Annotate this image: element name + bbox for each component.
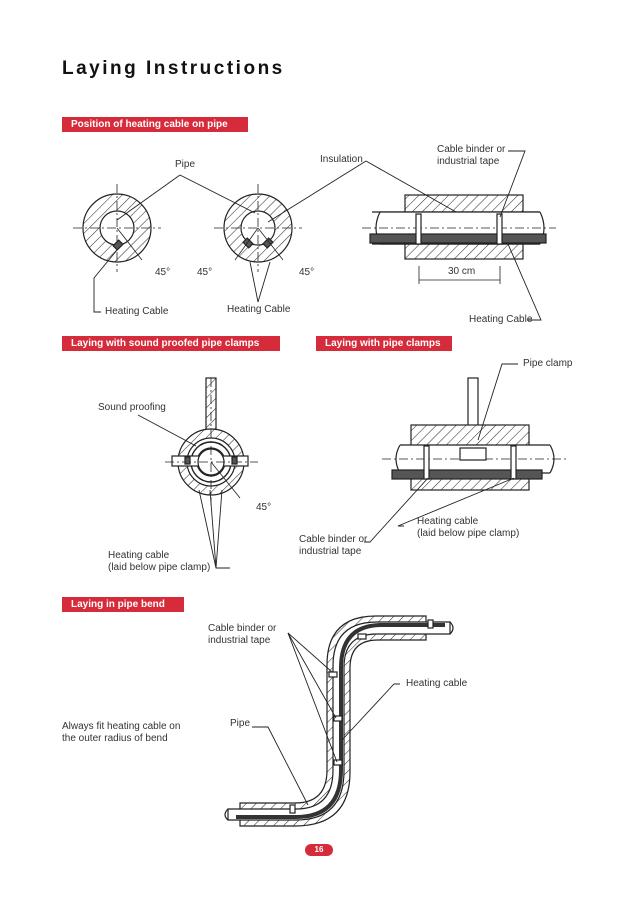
label-pipe-bend: Pipe	[230, 718, 251, 729]
label-spacing: 30 cm	[448, 266, 476, 277]
label-angle-sound: 45°	[256, 502, 272, 513]
section4-leader-lines	[252, 632, 400, 806]
label-pipe-clamp: Pipe clamp	[523, 358, 573, 369]
label-cable-binder-bend: Cable binder or industrial tape	[208, 623, 277, 646]
sound-proofed-clamp-drawing	[165, 377, 258, 505]
section-heading-pipe-bend: Laying in pipe bend	[62, 597, 184, 612]
pipe-cross-section-two-cables	[214, 184, 302, 272]
section-heading-pipe-clamps: Laying with pipe clamps	[316, 336, 452, 351]
label-sound-proofing: Sound proofing	[98, 402, 166, 413]
label-heating-cable-1: Heating Cable	[105, 306, 169, 317]
label-angle-2: 45°	[197, 267, 213, 278]
label-heating-cable-sound: Heating cable (laid below pipe clamp)	[108, 550, 211, 573]
label-cable-binder-1: Cable binder or industrial tape	[437, 144, 506, 167]
label-insulation: Insulation	[320, 154, 363, 165]
label-angle-3: 45°	[299, 267, 315, 278]
label-heating-cable-3: Heating Cable	[469, 314, 533, 325]
section3-leader-lines	[364, 363, 518, 543]
page-number: 16	[305, 844, 333, 856]
label-heating-cable-bend: Heating cable	[406, 678, 468, 689]
label-pipe: Pipe	[175, 159, 196, 170]
section-heading-position: Position of heating cable on pipe	[62, 117, 248, 132]
section-heading-sound-proofed: Laying with sound proofed pipe clamps	[62, 336, 280, 351]
page-title: Laying Instructions	[62, 58, 285, 79]
section2-leader-lines	[137, 414, 230, 569]
label-heating-cable-2: Heating Cable	[227, 304, 291, 315]
label-cable-binder-clamp: Cable binder or industrial tape	[299, 534, 368, 557]
label-bend-note: Always fit heating cable on the outer ra…	[62, 721, 181, 744]
pipe-bend-drawing	[224, 615, 454, 827]
pipe-cross-section-single-cable	[73, 184, 161, 272]
pipe-clamp-longitudinal-drawing	[382, 377, 568, 491]
label-angle-1: 45°	[155, 267, 171, 278]
label-heating-cable-clamp: Heating cable (laid below pipe clamp)	[417, 516, 520, 539]
section1-leader-lines	[93, 150, 542, 321]
